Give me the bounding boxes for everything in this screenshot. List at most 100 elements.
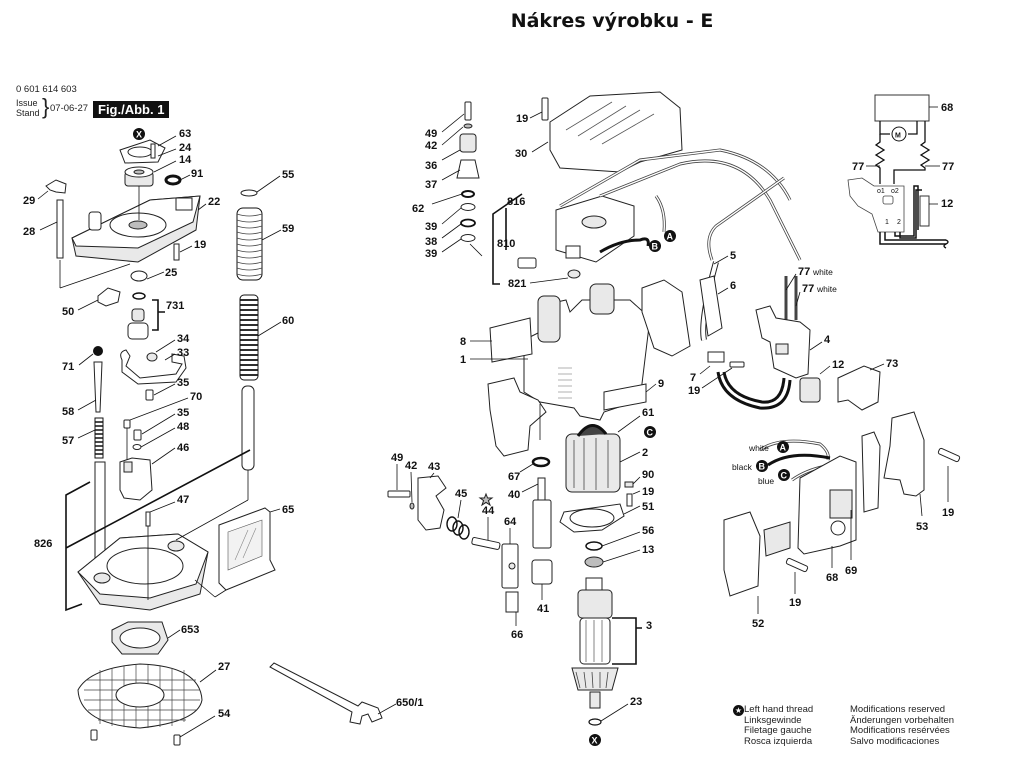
part-bolt-44 (471, 537, 501, 550)
callout-90: 90 (642, 469, 654, 481)
leader (410, 471, 413, 503)
part-screw-54a (90, 729, 98, 741)
callout-24: 24 (179, 142, 192, 154)
part-armature-3 (571, 577, 619, 709)
part-washer-42b (409, 502, 415, 510)
pin-2: 2 (897, 219, 901, 226)
part-bearing-flange (119, 139, 166, 164)
marker-a-top-label: A (667, 232, 674, 242)
callout-65: 65 (282, 504, 294, 516)
legend-left-hand-thread: ★ Left hand thread Linksgewinde Filetage… (733, 704, 813, 747)
issue-stand-label: Issue Stand (16, 98, 40, 118)
part-handle-cover-52 (723, 511, 761, 597)
callout-19-base: 19 (194, 239, 206, 251)
callout-34: 34 (177, 333, 190, 345)
part-screw-54b (173, 734, 181, 746)
part-base-sole-27 (77, 663, 203, 729)
terminal-o1: o1 (877, 188, 885, 195)
part-rod-28 (56, 199, 64, 259)
schematic-box-68 (874, 94, 930, 122)
wire-switch-black-2 (722, 371, 786, 404)
part-label-8 (489, 317, 533, 363)
callout-33: 33 (177, 347, 189, 359)
part-clip-56 (585, 541, 603, 551)
axis-line (175, 499, 249, 541)
star-icon: ★ (733, 705, 744, 716)
axis-line (59, 263, 131, 289)
callout-54: 54 (218, 708, 231, 720)
part-bearing-13 (584, 556, 604, 568)
part-plate-64-hole (508, 562, 516, 570)
figure-label: Fig./Abb. 1 (93, 101, 170, 118)
plunge-base-group: X (45, 128, 383, 746)
wire-cord (707, 176, 785, 261)
wire-label-77-b: white (816, 284, 837, 294)
schematic-resistors (874, 121, 931, 184)
callout-41: 41 (537, 603, 549, 615)
part-bearing (124, 166, 154, 187)
part-sleeve-731 (131, 308, 145, 322)
part-handle-button (830, 520, 846, 536)
wire-b (599, 237, 650, 254)
callout-25: 25 (165, 267, 177, 279)
marker-x-bottom-label: X (592, 736, 598, 746)
part-screw-19c (626, 493, 633, 507)
callout-70: 70 (190, 391, 202, 403)
marker-c-center (644, 426, 656, 438)
wire-label-blue: blue (758, 476, 774, 486)
legend-line: Salvo modificaciones (850, 735, 940, 747)
part-spindle-40b (532, 499, 552, 549)
callout-77-b: 77 (802, 283, 814, 295)
schematic-capacitor-12 (919, 195, 930, 227)
callout-35-a: 35 (177, 377, 189, 389)
marker-c-right (778, 469, 790, 481)
callout-35-b: 35 (177, 407, 189, 419)
part-number: 0 601 614 603 (16, 84, 77, 95)
part-column-rod (241, 385, 255, 471)
part-lever-29 (45, 179, 67, 194)
part-handle-insert (763, 521, 791, 557)
part-knob-50 (97, 287, 121, 307)
callout-58: 58 (62, 406, 74, 418)
marker-b-top (649, 240, 661, 252)
callout-821: 821 (508, 278, 526, 290)
part-lever-43 (417, 475, 447, 531)
callouts-right: 5 6 7 19 77 white 77 white 4 12 73 53 19… (688, 250, 954, 630)
callout-43: 43 (428, 461, 440, 473)
callout-61: 61 (642, 407, 654, 419)
callout-731: 731 (166, 300, 184, 312)
part-screw-19d (729, 361, 745, 368)
part-spring-57 (94, 417, 104, 459)
marker-b-right (756, 460, 768, 472)
callout-49-top: 49 (425, 128, 437, 140)
callout-55: 55 (282, 169, 294, 181)
callout-48: 48 (177, 421, 189, 433)
part-stop-46-block (123, 461, 133, 473)
part-pin-47 (145, 511, 151, 527)
callout-19-clamp: 19 (688, 385, 700, 397)
part-washer-38 (460, 218, 476, 228)
callout-68-schematic: 68 (941, 102, 953, 114)
plug-icon (943, 239, 949, 249)
part-pin-58 (93, 361, 103, 413)
bracket-3 (612, 617, 642, 665)
part-clip-66 (505, 591, 519, 613)
terminal-o2: o2 (891, 188, 899, 195)
callout-68: 68 (826, 572, 838, 584)
legend-line: Linksgewinde (744, 714, 802, 726)
part-sleeve-41 (531, 559, 553, 585)
callout-38: 38 (425, 236, 437, 248)
callouts-center: 49 42 36 37 62 39 38 39 19 30 816 810 82… (391, 111, 664, 722)
callout-49-stop: 49 (391, 452, 403, 464)
callout-12-schematic: 12 (941, 198, 953, 210)
stand-label: Stand (16, 108, 40, 118)
callout-44: 44 (482, 505, 495, 517)
callout-19-stator: 19 (642, 486, 654, 498)
part-spring-34 (146, 352, 158, 362)
schematic-switch (847, 177, 905, 233)
callout-40: 40 (508, 489, 520, 501)
part-lever-33 (120, 349, 187, 385)
callout-56: 56 (642, 525, 654, 537)
callout-22: 22 (208, 196, 220, 208)
